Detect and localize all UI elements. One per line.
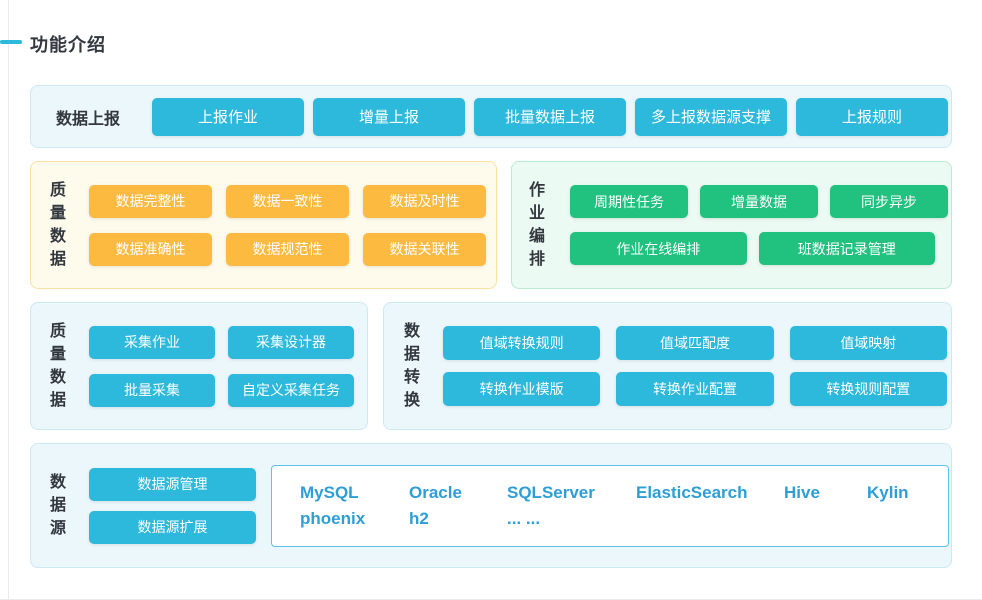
feature-button[interactable]: 上报规则 [796, 97, 949, 136]
feature-button[interactable]: 同步异步 [830, 185, 948, 218]
feature-button[interactable]: 批量采集 [89, 373, 215, 407]
feature-button[interactable]: 数据一致性 [226, 184, 349, 218]
feature-button[interactable]: 增量上报 [313, 97, 466, 136]
feature-button[interactable]: 转换作业配置 [616, 372, 774, 406]
feature-button[interactable]: 增量数据 [700, 185, 818, 218]
feature-button[interactable]: 自定义采集任务 [228, 373, 354, 407]
section-label: 数据上报 [56, 110, 121, 128]
feature-button[interactable]: 作业在线编排 [570, 232, 747, 265]
feature-button[interactable]: 批量数据上报 [474, 97, 627, 136]
feature-button[interactable]: 数据准确性 [89, 232, 212, 266]
collection-button-grid: 采集作业采集设计器批量采集自定义采集任务 [89, 325, 354, 407]
page-left-border [8, 0, 9, 600]
feature-button[interactable]: 值域映射 [789, 326, 947, 360]
section-quality-data: 质量数据 数据完整性数据一致性数据及时性数据准确性数据规范性数据关联性 [30, 161, 497, 289]
title-accent-dash [0, 40, 22, 44]
section-label: 数据转换 [403, 322, 420, 410]
page-title: 功能介绍 [30, 35, 106, 55]
db-name: phoenix [300, 508, 366, 528]
orchestration-row-2: 作业在线编排班数据记录管理 [570, 232, 935, 265]
feature-button[interactable]: 数据完整性 [89, 184, 212, 218]
quality-button-grid: 数据完整性数据一致性数据及时性数据准确性数据规范性数据关联性 [89, 184, 486, 266]
feature-button[interactable]: 采集设计器 [228, 325, 354, 359]
feature-button[interactable]: 班数据记录管理 [758, 232, 935, 265]
db-name: Hive [784, 482, 820, 502]
db-name: SQLServer [507, 482, 595, 502]
feature-button[interactable]: 周期性任务 [570, 185, 688, 218]
section-label: 作业编排 [528, 181, 545, 269]
feature-button[interactable]: 数据源管理 [89, 467, 256, 501]
section-data-source: 数据源 数据源管理数据源扩展 MySQL Oracle SQLServer Elast… [30, 443, 952, 568]
db-name: MySQL [300, 482, 359, 502]
feature-button[interactable]: 转换规则配置 [789, 372, 947, 406]
section-data-report: 数据上报 上报作业增量上报批量数据上报多上报数据源支撑上报规则 [30, 85, 952, 148]
datasource-button-column: 数据源管理数据源扩展 [89, 467, 256, 544]
datasource-db-list: MySQL Oracle SQLServer ElasticSearch Hive Kyl… [271, 464, 949, 547]
section-label: 质量数据 [49, 181, 66, 269]
feature-button[interactable]: 数据及时性 [363, 184, 486, 218]
feature-button[interactable]: 转换作业模版 [443, 372, 601, 406]
feature-button[interactable]: 采集作业 [89, 325, 215, 359]
section-job-orchestration: 作业编排 周期性任务增量数据同步异步 作业在线编排班数据记录管理 [511, 161, 952, 289]
db-name: Kylin [867, 482, 909, 502]
section-label: 质量数据 [49, 322, 66, 410]
report-button-row: 上报作业增量上报批量数据上报多上报数据源支撑上报规则 [152, 97, 949, 136]
db-name: Oracle [409, 482, 462, 502]
feature-button[interactable]: 多上报数据源支撑 [635, 97, 788, 136]
feature-button[interactable]: 数据关联性 [363, 232, 486, 266]
db-name: h2 [409, 508, 429, 528]
feature-button[interactable]: 值域匹配度 [616, 326, 774, 360]
db-name: ElasticSearch [636, 482, 748, 502]
feature-button[interactable]: 值域转换规则 [443, 326, 601, 360]
feature-button[interactable]: 数据源扩展 [89, 510, 256, 544]
section-label: 数据源 [49, 473, 66, 538]
feature-button[interactable]: 上报作业 [152, 97, 305, 136]
section-data-collection: 质量数据 采集作业采集设计器批量采集自定义采集任务 [30, 302, 368, 430]
feature-button[interactable]: 数据规范性 [226, 232, 349, 266]
orchestration-button-rows: 周期性任务增量数据同步异步 作业在线编排班数据记录管理 [570, 185, 951, 265]
orchestration-row-1: 周期性任务增量数据同步异步 [570, 185, 948, 218]
section-data-transform: 数据转换 值域转换规则值域匹配度值域映射转换作业模版转换作业配置转换规则配置 [383, 302, 952, 430]
db-name: ... ... [507, 508, 541, 528]
transform-button-grid: 值域转换规则值域匹配度值域映射转换作业模版转换作业配置转换规则配置 [443, 326, 947, 406]
